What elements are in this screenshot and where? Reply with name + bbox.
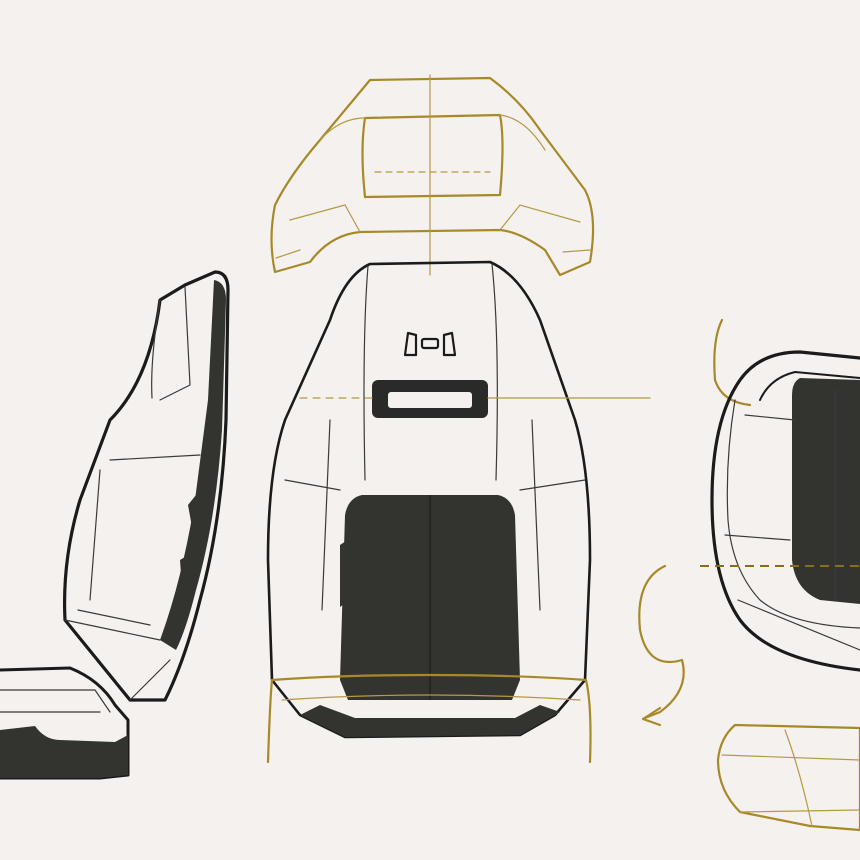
side-view-seat: [0, 270, 230, 780]
rotation-arrow-icon: [638, 564, 685, 727]
brand-logo-icon: [403, 331, 457, 357]
headrest-slot: [372, 380, 488, 418]
three-quarter-view-seat: [638, 318, 860, 832]
headrest-outline: [270, 74, 595, 277]
front-view-seat: [266, 260, 651, 764]
